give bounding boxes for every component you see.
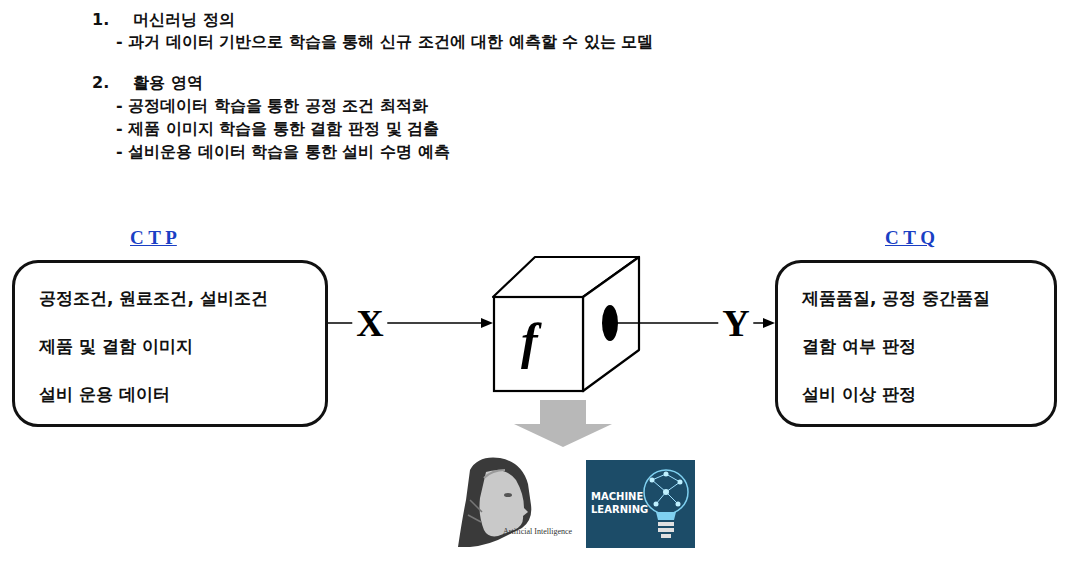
- box-item: 설비 운용 데이터: [39, 383, 170, 405]
- box-item: 제품품질, 공정 중간품질: [802, 287, 990, 309]
- box-heading: C T Q: [885, 227, 935, 249]
- bullet-text: - 공정데이터 학습을 통한 공정 조건 최적화: [116, 96, 428, 116]
- cube-shape: [493, 255, 640, 392]
- input-box: C T P공정조건, 원료조건, 설비조건제품 및 결함 이미지설비 운용 데이…: [12, 260, 328, 427]
- box-item: 설비 이상 판정: [802, 383, 916, 405]
- box-item: 제품 및 결함 이미지: [39, 335, 193, 357]
- edge-label: Y: [718, 303, 753, 343]
- connector: [640, 318, 775, 328]
- box-item: 결함 여부 판정: [802, 335, 916, 357]
- list-number: 1.: [92, 10, 109, 30]
- connector-line: [328, 322, 483, 324]
- bullet-text: - 제품 이미지 학습을 통한 결함 판정 및 검출: [116, 119, 439, 139]
- section-heading: 머신러닝 정의: [133, 10, 235, 30]
- logo-text: MACHINE LEARNING: [591, 490, 649, 516]
- output-box: C T Q제품품질, 공정 중간품질결함 여부 판정설비 이상 판정: [775, 260, 1057, 427]
- image-caption: Artificial Intelligence: [503, 527, 572, 537]
- box-item: 공정조건, 원료조건, 설비조건: [39, 287, 268, 309]
- box-heading: C T P: [130, 227, 177, 249]
- arrow-head: [481, 318, 493, 328]
- section-heading: 활용 영역: [133, 73, 203, 93]
- down-arrow: [514, 400, 612, 447]
- bullet-text: - 과거 데이터 기반으로 학습을 통해 신규 조건에 대한 예측할 수 있는 …: [116, 32, 653, 52]
- arrow-head: [763, 318, 775, 328]
- ml-logo: MACHINE LEARNING: [586, 460, 695, 548]
- function-symbol: f: [521, 315, 538, 367]
- function-cube: f: [493, 255, 640, 392]
- edge-label: X: [352, 303, 387, 343]
- bullet-text: - 설비운용 데이터 학습을 통한 설비 수명 예측: [116, 142, 450, 162]
- list-number: 2.: [92, 73, 109, 93]
